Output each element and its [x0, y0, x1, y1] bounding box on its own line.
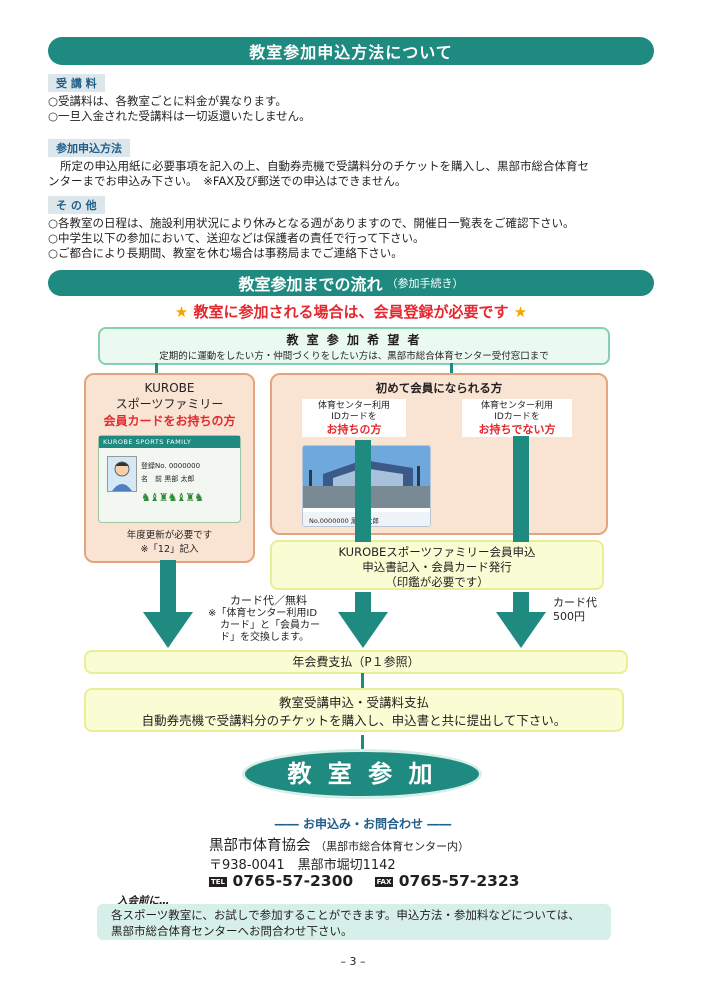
fee-line-1: ○受講料は、各教室ごとに料金が異なります。 — [48, 94, 287, 108]
card-fee-paid-line2: 500円 — [553, 610, 585, 623]
contact-org-sub: （黒部市総合体育センター内） — [315, 840, 470, 853]
contact-org: 黒部市体育協会 （黒部市総合体育センター内） — [209, 834, 469, 855]
sports-figures-decoration: ♞♝♜♞♝♜♞ — [141, 491, 204, 504]
arrow-down-icon — [143, 612, 193, 648]
card-fee-free-note: カード代／無料 ※「体育センター利用ID カード」と「会員カー ド」を交換します… — [208, 594, 338, 644]
registration-line3: （印鑑が必要です） — [385, 575, 489, 589]
arrow-stem-left — [160, 560, 176, 615]
method-line-1: 所定の申込用紙に必要事項を記入の上、自動券売機で受講料分のチケットを購入し、黒部… — [60, 159, 589, 173]
fax-number: 0765-57-2323 — [398, 872, 520, 890]
applicant-box: 教 室 参 加 希 望 者 定期的に運動をしたい方・仲間づくりをしたい方は、黒部… — [98, 327, 610, 365]
method-block: 参加申込方法 所定の申込用紙に必要事項を記入の上、自動券売機で受講料分のチケット… — [48, 137, 589, 189]
card-fee-free-line1: カード代／無料 — [230, 594, 307, 607]
other-line-3: ○ご都合により長期間、教室を休む場合は事務局までご連絡下さい。 — [48, 246, 403, 260]
section2-title: 教室参加までの流れ — [238, 275, 383, 294]
new-member-box: 初めて会員になられる方 体育センター利用 IDカードを お持ちの方 体育センター… — [270, 373, 608, 535]
renewal-note-sub: ※「12」記入 — [140, 544, 199, 555]
card-fee-free-line3: カード」と「会員カー — [220, 620, 320, 631]
section2-title-banner: 教室参加までの流れ （参加手続き） — [48, 270, 654, 296]
course-line2: 自動券売機で受講料分のチケットを購入し、申込書と共に提出して下さい。 — [141, 713, 567, 728]
existing-member-box: KUROBE スポーツファミリー 会員カードをお持ちの方 KUROBE SPOR… — [84, 373, 255, 563]
tel-icon: TEL — [209, 876, 228, 887]
arrow-stem-middle-lower — [355, 592, 371, 616]
has-card-label: 会員カードをお持ちの方 — [103, 414, 236, 428]
section1-title-banner: 教室参加申込方法について — [48, 37, 654, 65]
card-fee-free-line2: ※「体育センター利用ID — [208, 608, 318, 619]
renewal-note: 年度更新が必要です — [126, 530, 213, 541]
trial-line2: 黒部市総合体育センターへお問合わせ下さい。 — [111, 924, 353, 938]
fax-icon: FAX — [374, 876, 394, 887]
star-icon: ★ — [513, 303, 528, 321]
notice-line: ★ 教室に参加される場合は、会員登録が必要です ★ — [48, 301, 654, 322]
kurobe-label: KUROBE — [144, 381, 195, 395]
other-block: そ の 他 ○各教室の日程は、施設利用状況により休みとなる週がありますので、開催… — [48, 194, 575, 261]
contact-phones: TEL 0765-57-2300 FAX 0765-57-2323 — [209, 872, 519, 890]
notice-prefix: 教室に参加される場合は、 — [193, 303, 374, 321]
registration-box: KUROBEスポーツファミリー会員申込 申込書記入・会員カード発行 （印鑑が必要… — [270, 540, 604, 590]
no-id-card-box: 体育センター利用 IDカードを お持ちでない方 — [462, 399, 572, 437]
other-line-1: ○各教室の日程は、施設利用状況により休みとなる週がありますので、開催日一覧表をご… — [48, 216, 575, 230]
family-label: スポーツファミリー — [115, 397, 224, 411]
card-name: 名 前 黒部 太郎 — [141, 475, 195, 483]
section1-title: 教室参加申込方法について — [249, 43, 453, 62]
card-fee-paid-line1: カード代 — [553, 596, 597, 609]
connector-line — [361, 735, 364, 753]
other-label: そ の 他 — [48, 196, 105, 214]
arrow-stem-right-lower — [513, 592, 529, 616]
has-id-card-box: 体育センター利用 IDカードを お持ちの方 — [302, 399, 406, 437]
card-number: 登録No. 0000000 — [141, 462, 201, 470]
trial-line1: 各スポーツ教室に、お試しで参加することができます。申込方法・参加料などについては… — [111, 908, 580, 922]
final-badge: 教 室 参 加 — [245, 752, 479, 796]
no-id-line3: お持ちでない方 — [478, 423, 556, 436]
contact-heading-text: お申込み・お問合わせ — [302, 817, 423, 831]
has-id-line1: 体育センター利用 — [317, 401, 390, 411]
applicant-title: 教 室 参 加 希 望 者 — [286, 333, 422, 347]
fee-label: 受 講 料 — [48, 74, 105, 92]
star-icon: ★ — [174, 303, 189, 321]
fee-line-2: ○一旦入金された受講料は一切返還いたしません。 — [48, 109, 311, 123]
arrow-down-icon — [338, 612, 388, 648]
connector-line — [155, 363, 158, 375]
course-box: 教室受講申込・受講料支払 自動券売機で受講料分のチケットを購入し、申込書と共に提… — [84, 688, 624, 732]
connector-line — [450, 363, 453, 375]
fee-block: 受 講 料 ○受講料は、各教室ごとに料金が異なります。 ○一旦入金された受講料は… — [48, 72, 311, 124]
contact-heading: ―― お申込み・お問合わせ ―― — [274, 817, 452, 831]
card-fee-free-line4: ド」を交換します。 — [220, 632, 309, 643]
final-text: 教 室 参 加 — [287, 760, 437, 788]
no-id-line1: 体育センター利用 — [480, 401, 553, 411]
trial-box: 各スポーツ教室に、お試しで参加することができます。申込方法・参加料などについては… — [97, 904, 611, 940]
registration-line1: KUROBEスポーツファミリー会員申込 — [338, 545, 536, 559]
contact-org-name: 黒部市体育協会 — [209, 838, 311, 854]
other-line-2: ○中学生以下の参加において、送迎などは保護者の責任で行って下さい。 — [48, 231, 425, 245]
has-id-line3: お持ちの方 — [326, 423, 382, 436]
arrow-down-icon — [496, 612, 546, 648]
notice-text: 会員登録が必要です — [373, 303, 509, 321]
avatar — [107, 456, 137, 492]
course-line1: 教室受講申込・受講料支払 — [278, 695, 429, 710]
annual-fee-text: 年会費支払（P１参照） — [292, 655, 420, 669]
applicant-desc: 定期的に運動をしたい方・仲間づくりをしたい方は、黒部市総合体育センター受付窓口ま… — [159, 351, 549, 362]
arrow-stem-right — [513, 436, 529, 542]
has-id-line2: IDカードを — [331, 412, 377, 422]
card-header: KUROBE SPORTS FAMILY — [99, 436, 240, 448]
method-label: 参加申込方法 — [48, 139, 130, 157]
connector-line — [361, 673, 364, 689]
section2-subtitle: （参加手続き） — [386, 277, 464, 290]
arrow-stem-middle — [355, 440, 371, 542]
new-member-title: 初めて会員になられる方 — [375, 381, 503, 395]
member-card-image: KUROBE SPORTS FAMILY 登録No. 0000000 名 前 黒… — [98, 435, 241, 523]
page-number: – 3 – — [340, 955, 366, 968]
no-id-line2: IDカードを — [494, 412, 540, 422]
method-line-2: ンターまでお申込み下さい。 ※FAX及び郵送での申込はできません。 — [48, 174, 407, 188]
card-fee-paid-note: カード代 500円 — [553, 596, 597, 624]
tel-number: 0765-57-2300 — [232, 872, 354, 890]
annual-fee-box: 年会費支払（P１参照） — [84, 650, 628, 674]
contact-address: 〒938-0041 黒部市堀切1142 — [209, 858, 396, 873]
registration-line2: 申込書記入・会員カード発行 — [362, 560, 512, 574]
